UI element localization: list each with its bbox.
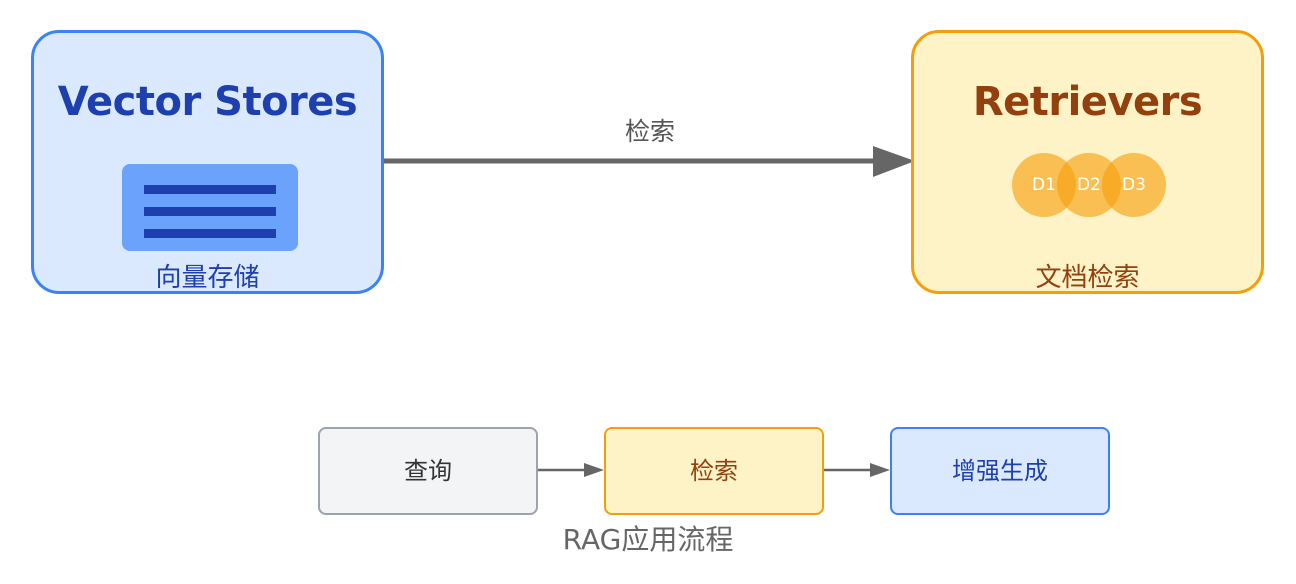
vector-stores-box: Vector Stores 向量存储 [31,30,384,294]
flow-step-query: 查询 [318,427,538,515]
vector-stores-title: Vector Stores [57,79,358,125]
db-row-line [144,185,276,194]
database-table-icon [122,164,298,251]
retrievers-box: Retrievers D1 D2 D3 文档检索 [911,30,1264,294]
main-arrow-label: 检索 [624,117,675,146]
flow-step-generate: 增强生成 [890,427,1110,515]
db-row-line [144,229,276,238]
retrievers-subtitle: 文档检索 [1035,263,1140,293]
flow-step-retrieve: 检索 [604,427,824,515]
flow-arrow-2 [824,463,890,477]
vector-stores-subtitle: 向量存储 [155,263,260,293]
document-circle-d3: D3 [1102,153,1166,217]
flow-arrow-1 [538,463,604,477]
retrievers-title: Retrievers [972,79,1203,125]
db-row-line [144,207,276,216]
rag-flow-caption: RAG应用流程 [562,523,734,556]
